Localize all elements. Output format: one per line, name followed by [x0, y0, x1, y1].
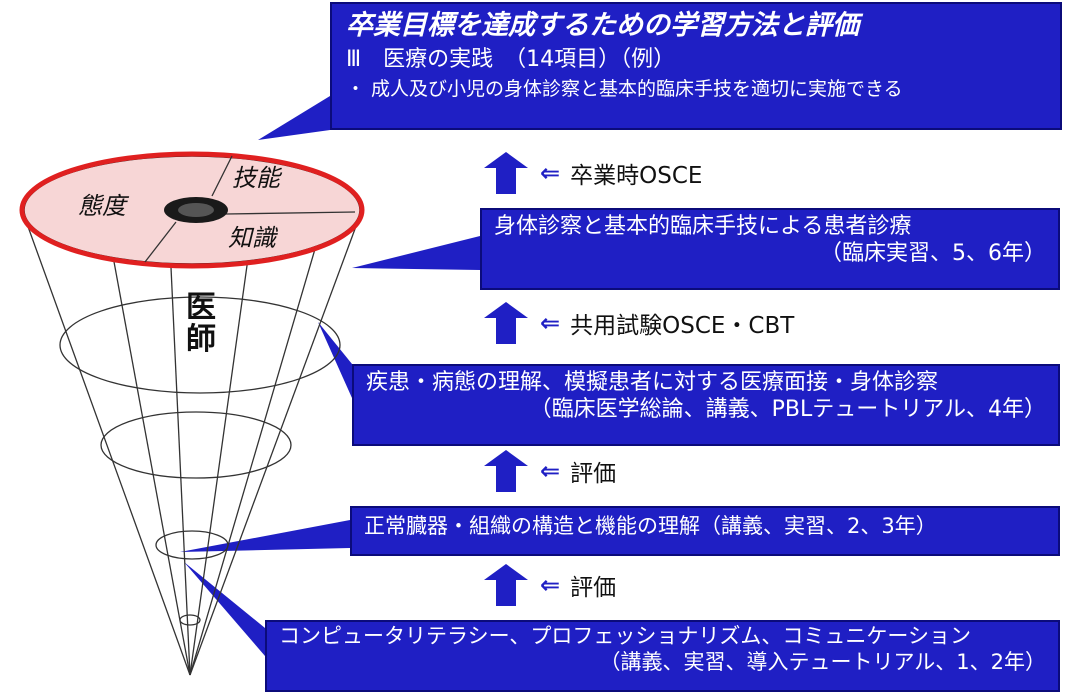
callout-wedge-intro [184, 562, 265, 656]
box-line-1: 疾患・病態の理解、模擬患者に対する医療面接・身体診察 [366, 370, 939, 395]
callout-wedge-top [258, 96, 330, 140]
step-label: 評価 [570, 461, 617, 487]
step-graduation-osce: ⇐ 卒業時OSCE [484, 152, 702, 194]
step-label: 評価 [570, 575, 617, 601]
header-item: ・ 成人及び小児の身体診察と基本的臨床手技を適切に実施できる [346, 77, 903, 100]
callout-wedge-pbl [318, 322, 352, 398]
box-line-2: （臨床医学総論、講義、PBLテュートリアル、4年） [529, 396, 1046, 422]
up-arrow-icon [484, 564, 528, 606]
up-arrow-icon [484, 302, 528, 344]
cone-core-label: 医師 [186, 290, 216, 357]
cone-wireframe [21, 209, 363, 676]
left-arrow-icon: ⇐ [540, 309, 561, 337]
box-line-2: （講義、実習、導入テュートリアル、1、2年） [599, 649, 1046, 674]
step-label: 卒業時OSCE [570, 163, 703, 189]
step-label: 共用試験OSCE・CBT [570, 313, 795, 339]
left-arrow-icon: ⇐ [540, 159, 561, 187]
header-subtitle: Ⅲ 医療の実践 （14項目）（例） [346, 46, 676, 72]
box-clinical-medicine: 疾患・病態の理解、模擬患者に対する医療面接・身体診察 （臨床医学総論、講義、PB… [352, 364, 1060, 446]
box-line-1: コンピュータリテラシー、プロフェッショナリズム、コミュニケーション [279, 624, 971, 648]
disc-label-attitude: 態度 [78, 192, 126, 220]
header-title: 卒業目標を達成するための学習方法と評価 [346, 10, 859, 41]
box-introductory: コンピュータリテラシー、プロフェッショナリズム、コミュニケーション （講義、実習… [265, 620, 1060, 692]
step-common-exam: ⇐ 共用試験OSCE・CBT [484, 302, 794, 344]
up-arrow-icon [484, 450, 528, 492]
box-line-1: 正常臓器・組織の構造と機能の理解（講義、実習、2、3年） [364, 514, 937, 538]
box-line-2: （臨床実習、5、6年） [820, 240, 1046, 266]
left-arrow-icon: ⇐ [540, 571, 561, 599]
disc-label-skill: 技能 [232, 164, 280, 192]
up-arrow-icon [484, 152, 528, 194]
step-evaluation-1: ⇐ 評価 [484, 450, 616, 492]
left-arrow-icon: ⇐ [540, 457, 561, 485]
callout-wedge-clinical [352, 236, 480, 270]
box-basic-science: 正常臓器・組織の構造と機能の理解（講義、実習、2、3年） [350, 506, 1060, 556]
disc-ring [19, 151, 365, 269]
disc-label-knowledge: 知識 [228, 224, 276, 252]
step-evaluation-2: ⇐ 評価 [484, 564, 616, 606]
box-clinical-practice: 身体診察と基本的臨床手技による患者診療 （臨床実習、5、6年） [480, 208, 1060, 290]
callout-wedge-basic [180, 520, 350, 552]
box-line-1: 身体診察と基本的臨床手技による患者診療 [494, 214, 912, 239]
header-box: 卒業目標を達成するための学習方法と評価 Ⅲ 医療の実践 （14項目）（例） ・ … [330, 2, 1062, 130]
